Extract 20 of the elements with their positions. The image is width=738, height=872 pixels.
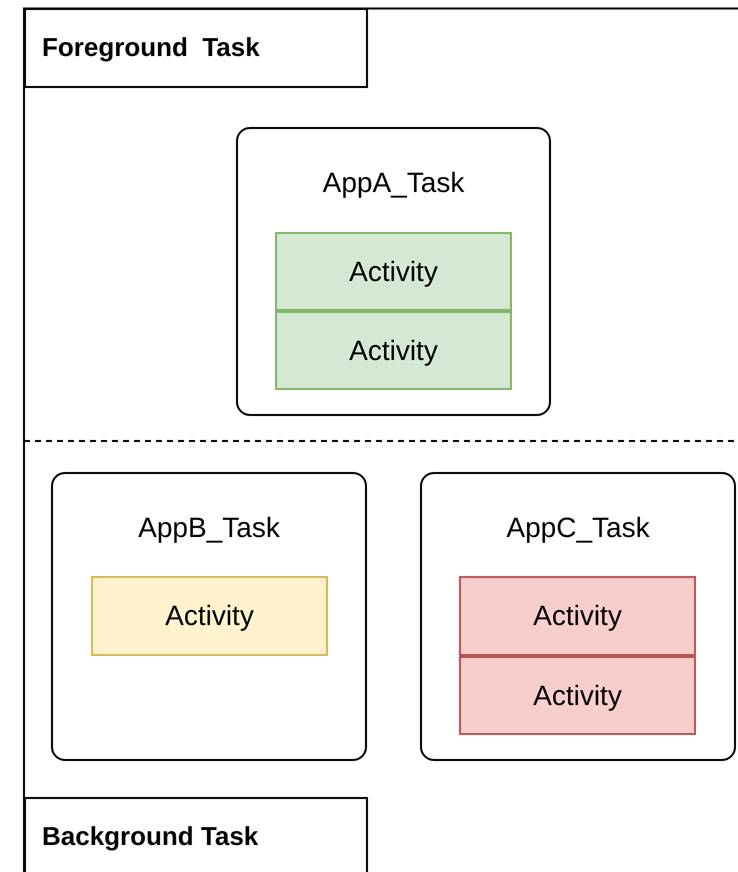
section-label bbox=[24, 8, 368, 88]
activity-label: Activity bbox=[349, 334, 438, 366]
activity-box bbox=[91, 576, 328, 656]
task-title: AppC_Task bbox=[506, 514, 650, 542]
task-box bbox=[51, 472, 367, 761]
section-title: Foreground Task bbox=[42, 32, 260, 63]
activity-label: Activity bbox=[349, 256, 438, 288]
task-title: AppA_Task bbox=[322, 169, 464, 197]
activity-label: Activity bbox=[533, 600, 622, 632]
activity-box bbox=[275, 232, 512, 311]
task-box bbox=[420, 472, 736, 761]
activity-label: Activity bbox=[533, 680, 622, 712]
section-title: Background Task bbox=[42, 821, 258, 852]
activity-label: Activity bbox=[165, 600, 254, 632]
activity-box bbox=[275, 311, 512, 390]
task-title: AppB_Task bbox=[138, 514, 280, 542]
task-box bbox=[236, 127, 551, 416]
section-label bbox=[24, 797, 368, 872]
activity-box bbox=[459, 576, 696, 656]
activity-box bbox=[459, 656, 696, 735]
